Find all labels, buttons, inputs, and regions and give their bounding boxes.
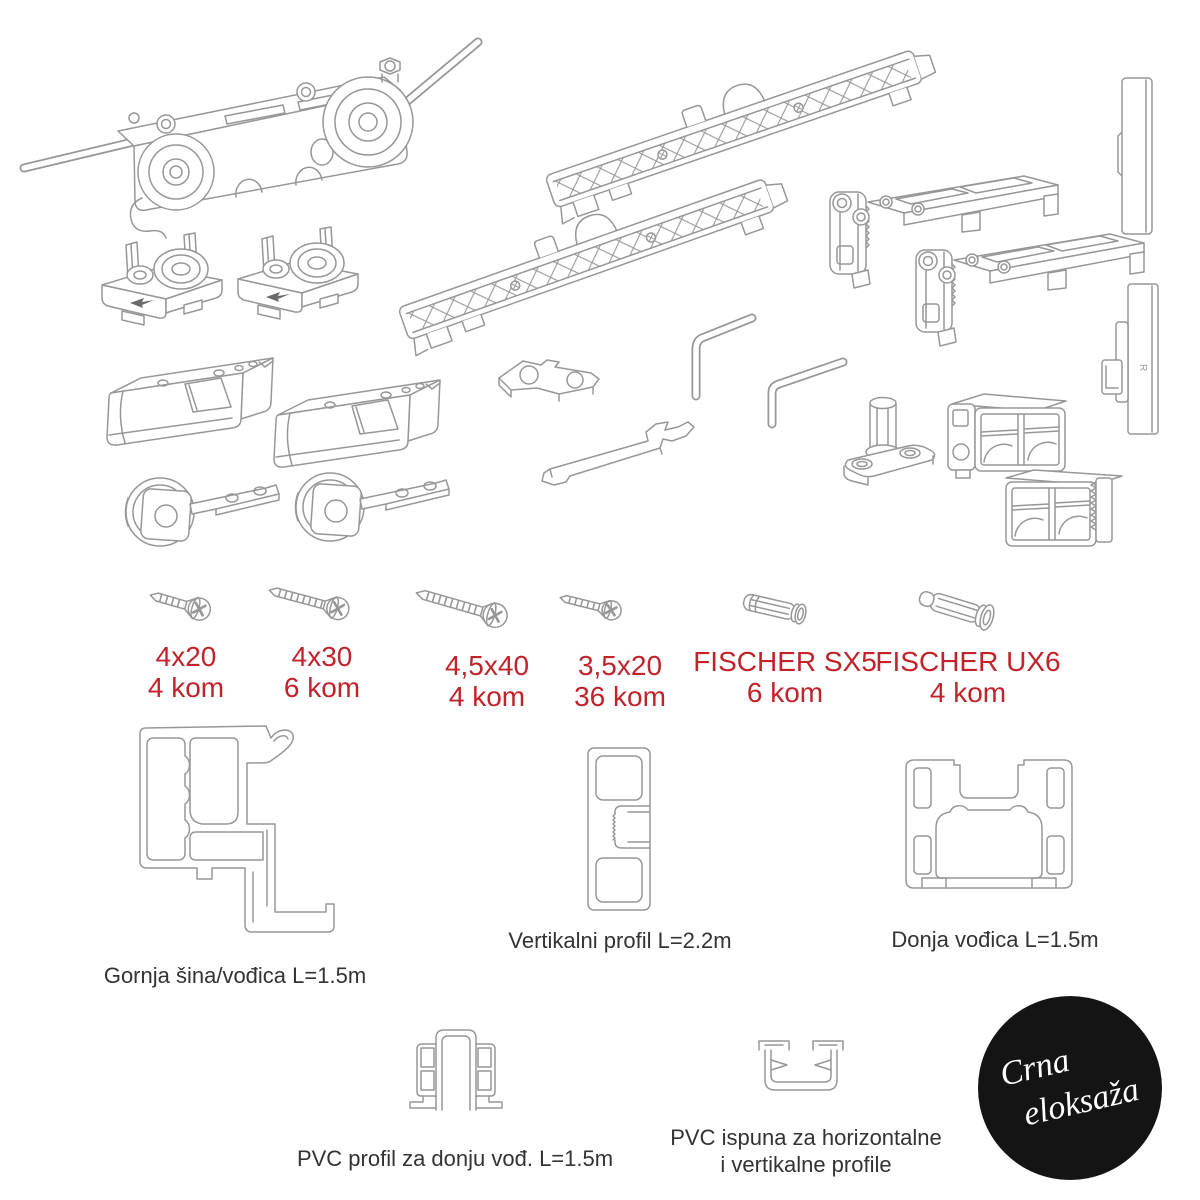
- badge-text: Crna eloksaža: [980, 1020, 1165, 1144]
- label-pvc-filler: PVC ispuna za horizontalne i vertikalne …: [636, 1124, 976, 1178]
- soft-close-damper-1-drawing: [106, 357, 274, 446]
- label-top-rail: Gornja šina/vođica L=1.5m: [103, 963, 367, 988]
- screw-4x20-icon: [149, 592, 212, 621]
- soft-close-damper-2-drawing: [273, 379, 441, 468]
- guide-block-drawing: [947, 393, 1067, 479]
- bottom-roller-1-drawing: [124, 477, 280, 547]
- mounting-clip-drawing: [498, 359, 600, 402]
- fastener-qty: 6 kom: [746, 677, 824, 708]
- fastener-label-4x20: 4x20 4 kom: [76, 641, 296, 703]
- screw-4.5x40-icon: [415, 589, 508, 629]
- screw-3.5x20-icon: [559, 594, 622, 621]
- fastener-label-4.5x40: 4,5x40 4 kom: [377, 650, 597, 712]
- damper-track-1-drawing: [545, 50, 937, 225]
- fastener-qty: 4 kom: [448, 681, 526, 712]
- fastener-label-fischer-ux6: FISCHER UX6 4 kom: [858, 646, 1078, 708]
- hex-key-large-icon: [691, 313, 757, 401]
- cover-strip-with-clip-drawing: R: [1101, 283, 1159, 435]
- roller-carriage-assembly-drawing: [19, 37, 483, 239]
- guide-block-rack-drawing: [1005, 469, 1123, 547]
- badge-crna-eloksaza: Crna eloksaža: [978, 996, 1162, 1180]
- hex-key-small-icon: [767, 357, 848, 429]
- fastener-size: 4x30: [291, 641, 353, 672]
- pvc-bottom-guide-profile-drawing: [409, 1029, 503, 1111]
- fastener-qty: 36 kom: [574, 681, 666, 712]
- pvc-filler-profile-drawing: [758, 1040, 844, 1091]
- hinge-bracket-1-drawing: [829, 175, 1059, 289]
- wall-plug-sx5-icon: [742, 593, 807, 625]
- fastener-size: 4x20: [155, 641, 217, 672]
- screw-4x30-icon: [268, 587, 350, 621]
- strip-r-marking: R: [1137, 364, 1148, 371]
- glass-guide-right-drawing: [237, 226, 359, 320]
- fastener-qty: 6 kom: [283, 672, 361, 703]
- damper-track-2-drawing: [398, 179, 789, 357]
- label-pvc-filler-line1: PVC ispuna za horizontalne: [670, 1125, 942, 1150]
- fastener-label-3.5x20: 3,5x20 36 kom: [510, 650, 730, 712]
- flat-wrench-drawing: [541, 421, 695, 486]
- fastener-qty: 4 kom: [929, 677, 1007, 708]
- fastener-size: 3,5x20: [577, 650, 663, 681]
- top-rail-profile-drawing: [139, 725, 335, 933]
- label-pvc-filler-line2: i vertikalne profile: [720, 1152, 892, 1177]
- floor-pivot-drawing: [843, 396, 936, 486]
- fastener-label-fischer-sx5: FISCHER SX5 6 kom: [675, 646, 895, 708]
- glass-guide-left-drawing: [101, 232, 223, 326]
- bottom-guide-profile-drawing: [905, 759, 1073, 889]
- fastener-label-4x30: 4x30 6 kom: [212, 641, 432, 703]
- label-bottom-guide: Donja vođica L=1.5m: [891, 927, 1099, 952]
- label-vertical-profile: Vertikalni profil L=2.2m: [508, 928, 732, 953]
- label-pvc-bottom-guide: PVC profil za donju vođ. L=1.5m: [296, 1146, 614, 1171]
- bottom-roller-2-drawing: [294, 472, 450, 542]
- wall-plug-ux6-icon: [918, 591, 995, 631]
- fastener-qty: 4 kom: [147, 672, 225, 703]
- cover-strip-plain-drawing: [1117, 77, 1153, 235]
- hinge-bracket-2-drawing: [915, 233, 1145, 347]
- fastener-size: FISCHER SX5: [693, 646, 877, 677]
- fastener-size: 4,5x40: [444, 650, 530, 681]
- fastener-size: FISCHER UX6: [875, 646, 1061, 677]
- vertical-profile-drawing: [587, 747, 651, 911]
